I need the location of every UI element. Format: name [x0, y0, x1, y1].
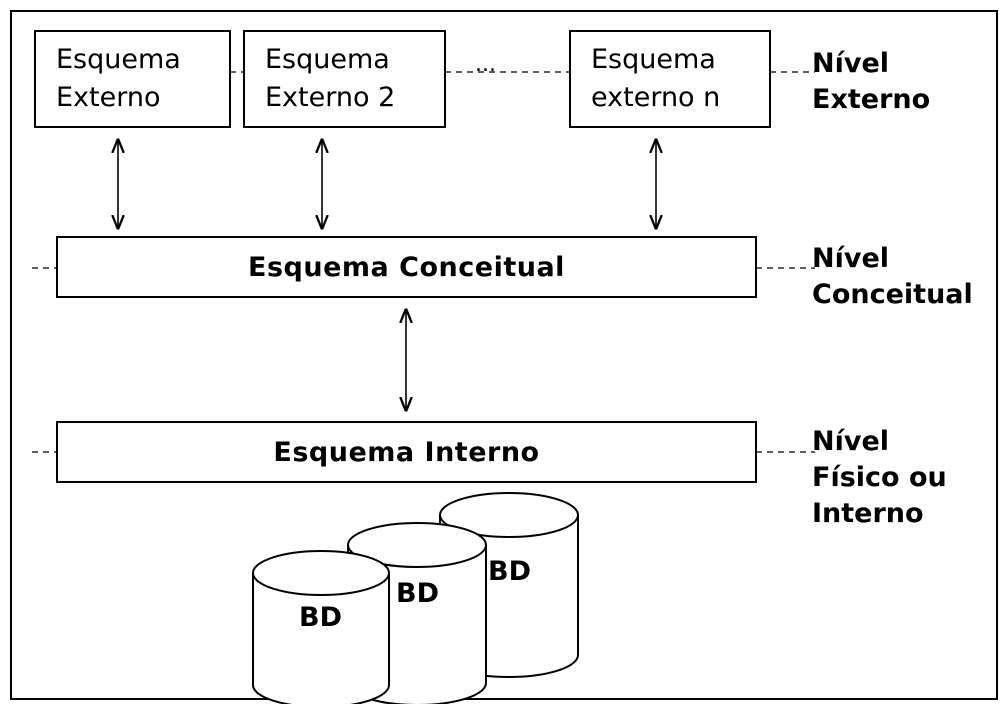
level-conceptual-line2: Conceitual [812, 279, 973, 310]
external-schema-2-line1: Esquema [265, 44, 390, 75]
ellipsis: ... [475, 52, 496, 77]
internal-schema-label: Esquema Interno [273, 436, 540, 468]
internal-schema-box: Esquema Interno [56, 421, 757, 483]
external-schema-n: Esquema externo n [569, 30, 771, 128]
level-internal-line1: Nível [812, 426, 890, 457]
database-label-3: BD [488, 556, 531, 587]
external-schema-1: Esquema Externo [34, 30, 231, 128]
database-label-2: BD [396, 578, 439, 609]
database-cylinder-1 [252, 550, 390, 704]
conceptual-schema-label: Esquema Conceitual [248, 251, 565, 283]
level-external-line2: Externo [812, 84, 931, 115]
external-schema-n-line2: externo n [591, 82, 721, 113]
external-schema-n-line1: Esquema [591, 44, 716, 75]
level-conceptual: Nível Conceitual [812, 241, 973, 313]
external-schema-1-line2: Externo [56, 82, 161, 113]
level-external-line1: Nível [812, 48, 890, 79]
level-internal-line3: Interno [812, 498, 924, 529]
external-schema-2: Esquema Externo 2 [243, 30, 446, 128]
level-internal-line2: Físico ou [812, 462, 947, 493]
database-label-1: BD [299, 602, 342, 633]
external-schema-2-line2: Externo 2 [265, 82, 396, 113]
diagram-frame [10, 10, 998, 700]
level-conceptual-line1: Nível [812, 243, 890, 274]
level-internal: Nível Físico ou Interno [812, 424, 947, 532]
external-schema-1-line1: Esquema [56, 44, 181, 75]
conceptual-schema-box: Esquema Conceitual [56, 236, 757, 298]
level-external: Nível Externo [812, 46, 930, 118]
